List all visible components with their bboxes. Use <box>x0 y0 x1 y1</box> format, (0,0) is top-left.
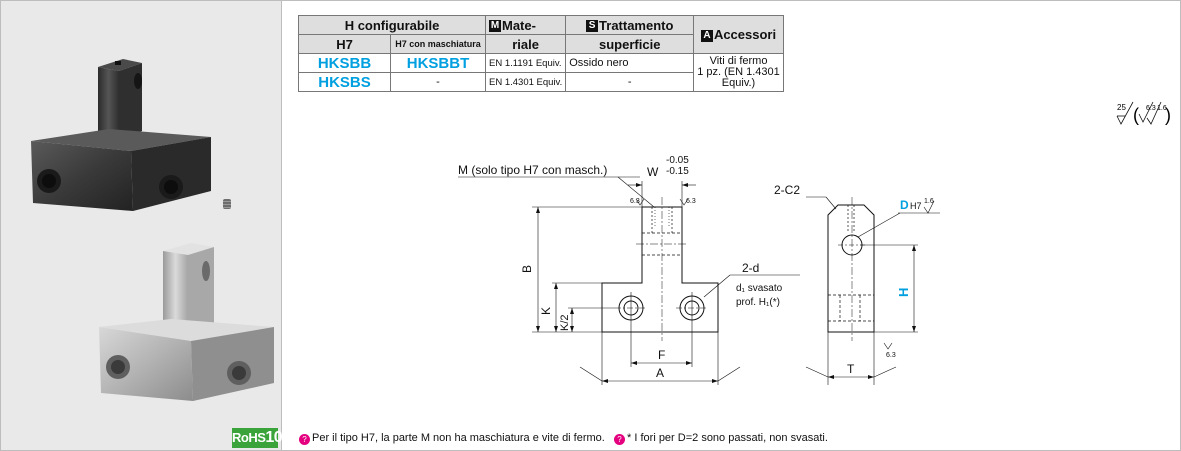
code-hksbbt: HKSBBT <box>390 53 486 73</box>
roughness-b: 1.6 <box>1157 105 1167 112</box>
materiale-line1: Mate- <box>502 17 536 33</box>
hole-note-1: d₁ svasato <box>736 283 783 294</box>
c2-label: 2-C2 <box>774 183 800 197</box>
rohs-text: RoHS <box>232 430 266 445</box>
roughness-63-right: 6.3 <box>686 198 696 205</box>
k-label: K <box>539 307 553 315</box>
material-row2: EN 1.4301 Equiv. <box>484 72 567 92</box>
rohs-number: 10 <box>265 429 283 446</box>
f-label: F <box>658 348 665 362</box>
k2-label: K/2 <box>559 314 571 331</box>
roughness-63-left: 6.3 <box>630 198 640 205</box>
roughness-bottom: 6.3 <box>886 352 896 359</box>
roughness-paren-open: ( <box>1133 105 1139 125</box>
rohs-badge: RoHS10 <box>232 428 283 448</box>
accessori-label: Accessori <box>713 27 777 42</box>
badge-a: A <box>700 29 713 42</box>
header-trattamento-bottom: superficie <box>565 34 695 54</box>
surface-roughness-symbol: 25 ( 6.3 1.6 ) <box>1116 101 1171 125</box>
a-label: A <box>656 366 664 380</box>
black-oxide-part <box>31 59 231 211</box>
trattamento-line1: Trattamento <box>599 17 674 33</box>
material-row1: EN 1.1191 Equiv. <box>484 53 567 73</box>
badge-s: S <box>586 20 599 33</box>
h7m-row2: - <box>390 72 486 92</box>
front-view-outline <box>601 206 719 333</box>
header-materiale-bottom: riale <box>484 34 567 54</box>
accessori-value-line1: Viti di fermo <box>709 55 768 67</box>
roughness-paren-close: ) <box>1165 105 1171 125</box>
footer-notes: ?Per il tipo H7, la parte M non ha masch… <box>299 432 828 445</box>
side-view-outline <box>827 204 875 333</box>
hole-note-2: prof. H₁(*) <box>736 297 780 308</box>
accessori-value-line2: 1 pz. (EN 1.4301 <box>697 66 780 78</box>
treatment-row1: Ossido nero <box>565 53 695 73</box>
d-tolerance: H7 <box>910 201 922 211</box>
note2-text: * I fori per D=2 sono passati, non svasa… <box>627 432 828 444</box>
product-photo-panel: RoHS10 <box>1 1 283 450</box>
d-label: D <box>900 198 909 212</box>
w-label: W <box>647 165 659 179</box>
product-photo <box>31 59 274 401</box>
w-tolerance-top: -0.05 <box>666 155 689 166</box>
b-label: B <box>520 265 534 273</box>
note1-text: Per il tipo H7, la parte M non ha maschi… <box>312 432 605 444</box>
code-hksbs: HKSBS <box>298 72 391 92</box>
header-h7-maschiatura: H7 con maschiatura <box>390 34 486 54</box>
roughness-main: 25 <box>1117 103 1126 112</box>
m-label: M (solo tipo H7 con masch.) <box>458 163 607 177</box>
roughness-a: 6.3 <box>1146 105 1156 112</box>
technical-drawing: M (solo tipo H7 con masch.) W -0.05 -0.1… <box>458 155 940 385</box>
header-h7: H7 <box>298 34 391 54</box>
code-hksbb: HKSBB <box>298 53 391 73</box>
accessori-value-line3: Equiv.) <box>721 77 756 89</box>
stainless-part <box>99 243 274 401</box>
treatment-row2: - <box>565 72 695 92</box>
hole-label: 2-d <box>742 261 759 275</box>
d-roughness: 1.6 <box>924 198 934 205</box>
t-label: T <box>847 362 855 376</box>
accessori-value: Viti di fermo 1 pz. (EN 1.4301 Equiv.) <box>693 53 784 92</box>
note1-icon: ? <box>299 434 310 445</box>
h-label: H <box>896 288 911 297</box>
header-h-configurabile: H configurabile <box>298 15 486 35</box>
w-tolerance-bottom: -0.15 <box>666 166 689 177</box>
note2-icon: ? <box>614 434 626 445</box>
badge-m: M <box>489 20 501 33</box>
